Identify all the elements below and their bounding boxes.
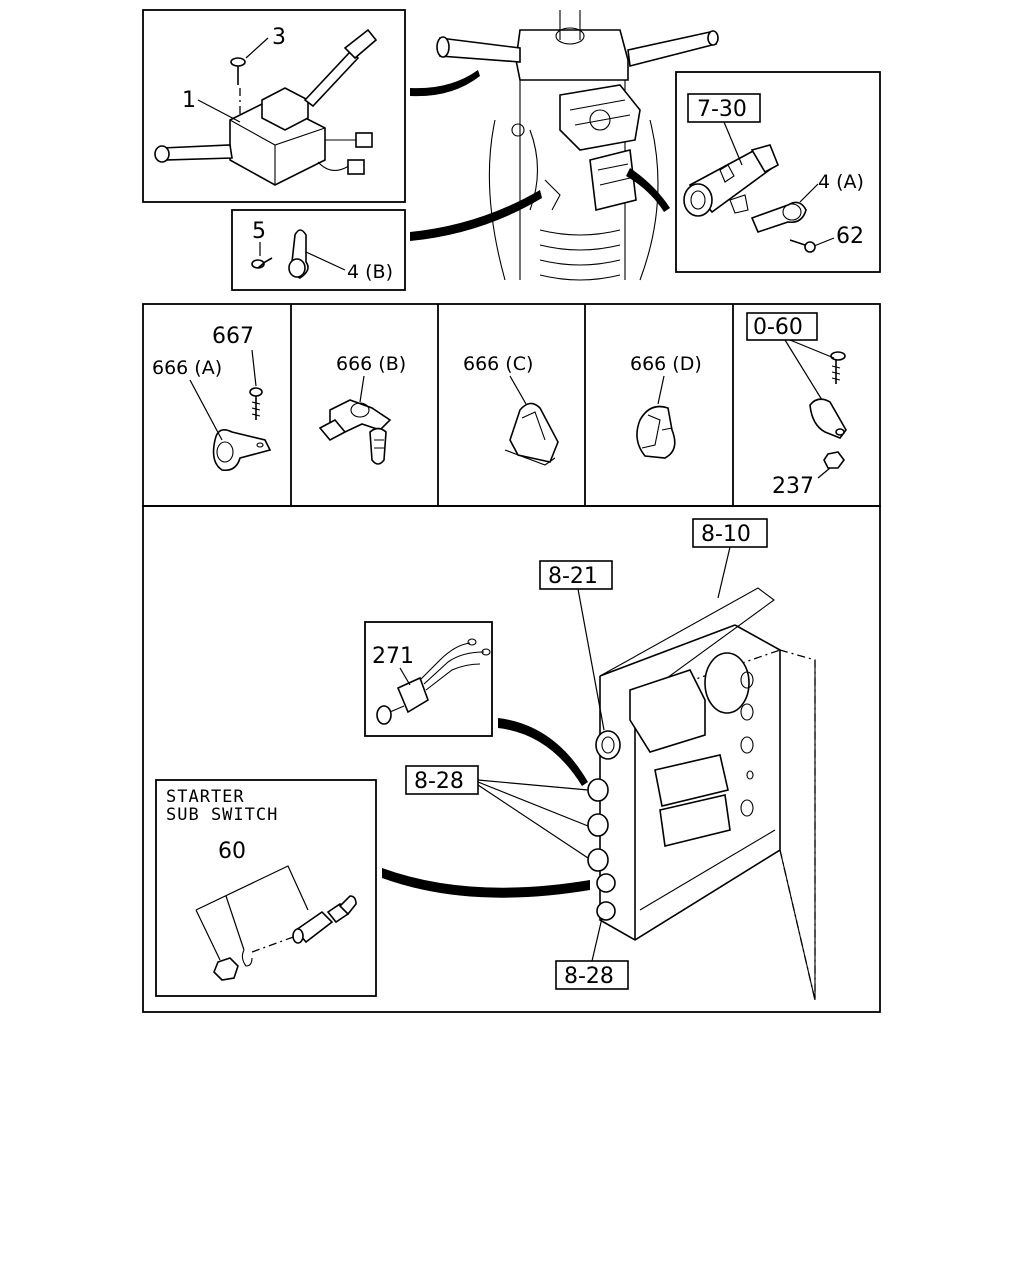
label-part-4b: 4 (B) — [347, 261, 393, 283]
leader-ref-8-10 — [717, 546, 731, 599]
leader-part-1 — [197, 99, 241, 123]
relay-box-panel — [142, 505, 881, 1013]
leader-part-60 — [195, 865, 309, 961]
label-part-666d: 666 (D) — [630, 353, 702, 375]
clip-666b-illustration — [318, 399, 392, 465]
label-part-666b: 666 (B) — [336, 353, 406, 375]
leader-ref-8-21 — [577, 588, 605, 731]
label-part-5: 5 — [252, 219, 266, 244]
pointer-band-clip-4b — [410, 190, 542, 241]
label-part-4a: 4 (A) — [818, 171, 864, 193]
leader-part-237 — [817, 467, 831, 479]
starter-sub-switch-box — [155, 779, 377, 997]
leader-ref-8-28-top — [477, 779, 589, 859]
key-cylinder-illustration — [683, 144, 816, 253]
clips-panel-dividers — [290, 304, 734, 506]
pointer-band-combination-switch — [410, 70, 480, 97]
clamp-0-60-illustration — [809, 351, 847, 469]
ref-box-7-30 — [687, 93, 761, 123]
leader-part-4a — [799, 183, 819, 203]
clip-666c-illustration — [504, 402, 559, 466]
label-part-3: 3 — [272, 25, 286, 50]
combination-switch-box — [142, 9, 406, 203]
leader-ref-7-30 — [723, 121, 743, 166]
label-starter-line2: SUB SWITCH — [166, 805, 278, 825]
ref-box-0-60 — [746, 312, 818, 341]
ref-box-8-28-top — [405, 765, 479, 795]
label-part-666c: 666 (C) — [463, 353, 533, 375]
leader-part-666b — [359, 375, 365, 403]
label-part-237: 237 — [772, 474, 814, 499]
clip-4b-illustration — [251, 229, 309, 279]
label-ref-8-28-bottom: 8-28 — [564, 964, 614, 989]
ref-box-8-21 — [539, 560, 613, 590]
label-part-667: 667 — [212, 324, 254, 349]
leader-part-666c — [509, 375, 527, 405]
label-part-60: 60 — [218, 839, 246, 864]
label-ref-7-30: 7-30 — [697, 97, 747, 122]
leader-part-62 — [813, 237, 835, 247]
label-ref-8-28-top: 8-28 — [414, 769, 464, 794]
label-part-62: 62 — [836, 224, 864, 249]
label-ref-8-21: 8-21 — [548, 564, 598, 589]
leader-part-271 — [399, 667, 411, 686]
label-part-271: 271 — [372, 644, 414, 669]
combination-switch-illustration — [154, 28, 378, 186]
leader-part-4b — [305, 251, 346, 271]
clip-4b-box — [231, 209, 406, 291]
label-part-666a: 666 (A) — [152, 357, 222, 379]
leader-ref-0-60 — [784, 339, 835, 401]
leader-part-3 — [245, 37, 269, 59]
harness-271-box — [364, 621, 493, 737]
harness-271-illustration — [376, 638, 491, 725]
pointer-band-starter-switch — [382, 868, 590, 898]
key-cylinder-box — [675, 71, 881, 273]
leader-part-667 — [251, 349, 257, 387]
clip-666d-illustration — [636, 405, 676, 459]
leader-part-666d — [657, 375, 665, 405]
pointer-band-key-cylinder — [626, 168, 670, 212]
clip-666a-illustration — [212, 387, 272, 472]
leader-part-666a — [189, 379, 223, 441]
relay-box-illustration — [587, 587, 816, 1001]
pointer-band-harness-271 — [498, 718, 588, 786]
starter-sub-switch-illustration — [213, 895, 357, 981]
label-part-1: 1 — [182, 88, 196, 113]
steering-column-illustration — [436, 10, 719, 281]
label-starter-line1: STARTER — [166, 787, 245, 807]
label-ref-0-60: 0-60 — [753, 315, 803, 340]
label-ref-8-10: 8-10 — [701, 522, 751, 547]
leader-ref-8-28-bottom — [591, 917, 603, 962]
ref-box-8-28-bottom — [555, 960, 629, 990]
